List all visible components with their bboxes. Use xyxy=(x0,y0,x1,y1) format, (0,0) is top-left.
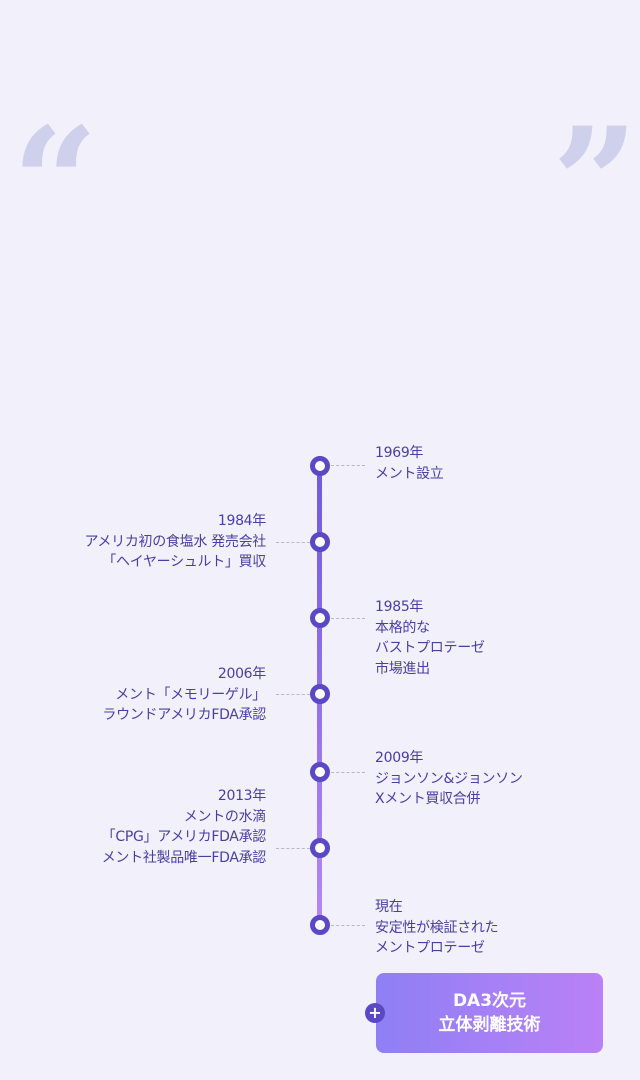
plus-icon[interactable]: + xyxy=(365,1003,385,1023)
timeline-connector xyxy=(276,694,310,695)
timeline-text: メント設立 xyxy=(375,465,444,482)
timeline-entry-1985: 1985年 本格的な バストプロテーゼ 市場進出 xyxy=(375,597,485,679)
cta-line-2: 立体剥離技術 xyxy=(438,1015,541,1035)
timeline-text: ラウンドアメリカFDA承認 xyxy=(102,707,266,723)
timeline-connector xyxy=(276,848,310,849)
timeline-entry-present: 現在 安定性が検証された メントプロテーゼ xyxy=(375,897,499,959)
timeline-text: 「CPG」アメリカFDA承認 xyxy=(101,829,267,845)
timeline-text: バストプロテーゼ xyxy=(375,640,485,656)
timeline-connector xyxy=(331,925,365,926)
timeline-entry-2009: 2009年 ジョンソン&ジョンソン Xメント買収合併 xyxy=(375,748,523,810)
timeline-connector xyxy=(331,465,365,466)
timeline-year: 1985年 xyxy=(375,599,424,615)
timeline-text: メントの水滴 xyxy=(183,808,267,825)
timeline-text: アメリカ初の食塩水 発売会社 xyxy=(84,533,266,550)
timeline-node-2013 xyxy=(310,838,330,858)
timeline-connector xyxy=(331,772,365,773)
timeline-connector xyxy=(331,618,365,619)
close-quote-icon: ” xyxy=(552,95,639,271)
timeline-connector xyxy=(276,542,310,543)
timeline-year: 現在 xyxy=(375,899,403,915)
timeline-entry-1984: 1984年 アメリカ初の食塩水 発売会社 「ヘイヤーシュルト」買収 xyxy=(84,511,266,573)
timeline-node-2009 xyxy=(310,762,330,782)
timeline-text: 安定性が検証された xyxy=(375,919,499,936)
timeline-text: Xメント買収合併 xyxy=(375,791,481,807)
timeline-year: 2009年 xyxy=(375,750,424,766)
timeline-text: 「ヘイヤーシュルト」買収 xyxy=(102,554,266,570)
timeline-text: 本格的な xyxy=(375,619,430,636)
timeline-year: 1969年 xyxy=(375,445,424,461)
timeline-text: メントプロテーゼ xyxy=(375,940,485,956)
da3-technology-button[interactable]: DA3次元 立体剥離技術 xyxy=(376,973,603,1053)
timeline-node-1969 xyxy=(310,456,330,476)
timeline-year: 2006年 xyxy=(217,666,266,682)
timeline-node-2006 xyxy=(310,684,330,704)
timeline-node-1984 xyxy=(310,532,330,552)
timeline-entry-1969: 1969年 メント設立 xyxy=(375,443,444,484)
timeline-node-1985 xyxy=(310,608,330,628)
timeline-text: メント社製品唯一FDA承認 xyxy=(101,849,267,866)
timeline-node-present xyxy=(310,915,330,935)
open-quote-icon: “ xyxy=(12,95,99,271)
timeline-text: 市場進出 xyxy=(375,660,430,677)
timeline-text: メント「メモリーゲル」 xyxy=(115,686,266,703)
timeline-year: 2013年 xyxy=(217,788,266,804)
cta-line-1: DA3次元 xyxy=(452,991,527,1011)
timeline-entry-2013: 2013年 メントの水滴 「CPG」アメリカFDA承認 メント社製品唯一FDA承… xyxy=(101,786,267,868)
timeline-year: 1984年 xyxy=(217,513,266,529)
timeline-entry-2006: 2006年 メント「メモリーゲル」 ラウンドアメリカFDA承認 xyxy=(102,664,266,726)
timeline-text: ジョンソン&ジョンソン xyxy=(375,770,523,787)
